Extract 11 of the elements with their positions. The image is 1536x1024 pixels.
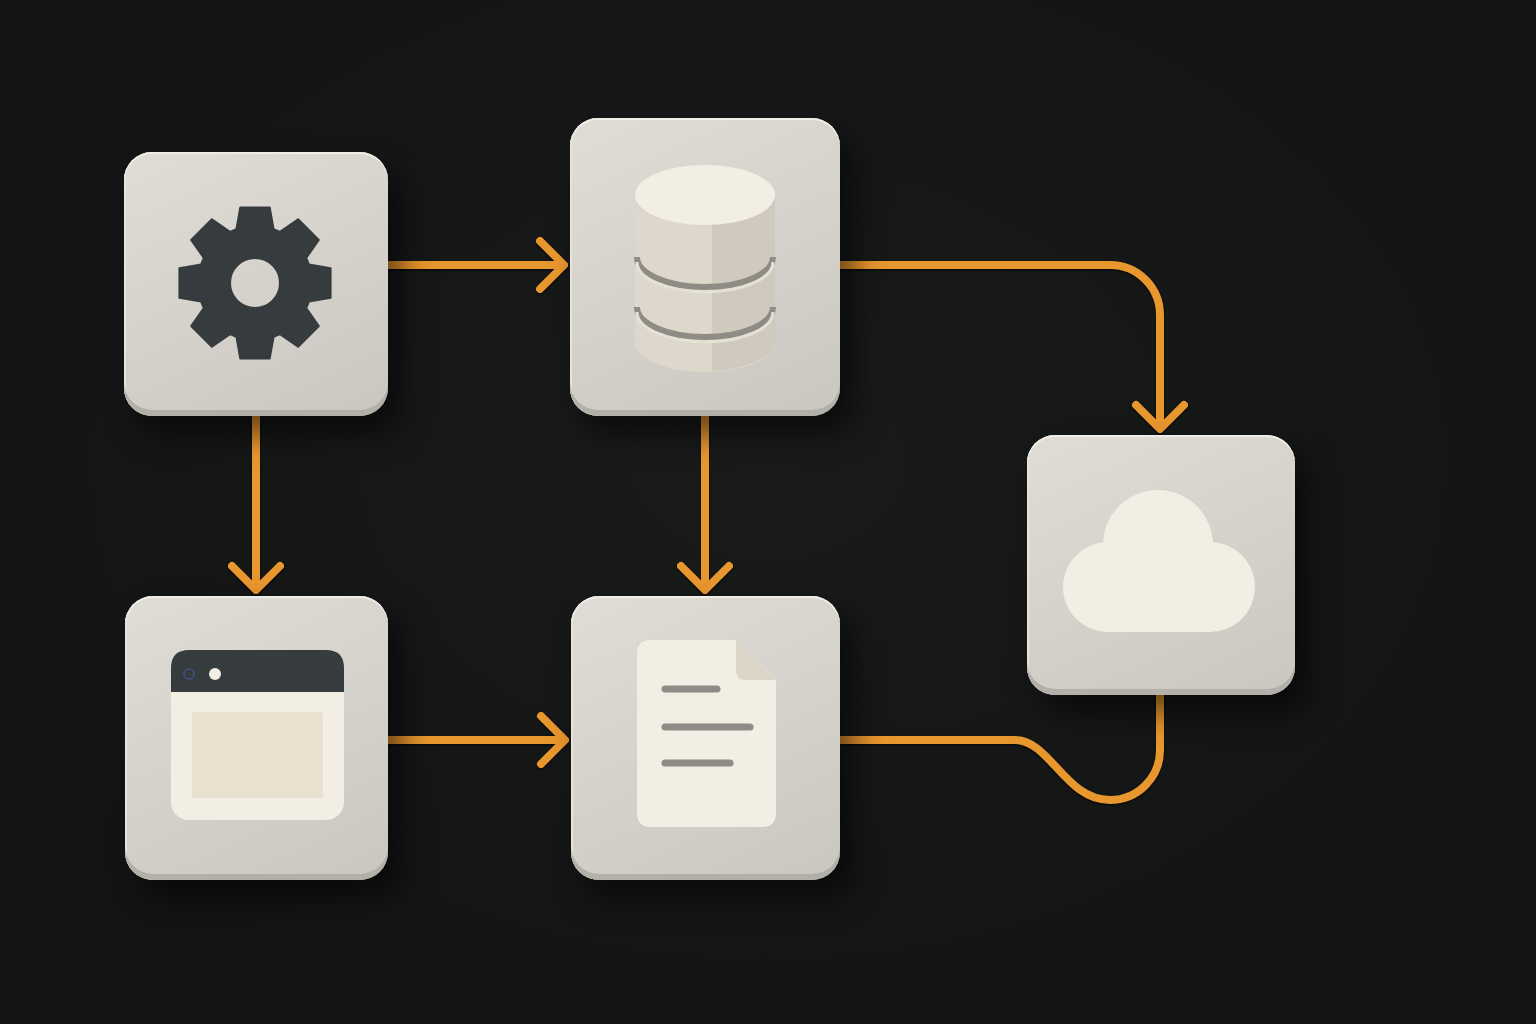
arrow (388, 237, 568, 293)
icon-tile (125, 596, 388, 880)
icon-tile (1027, 435, 1295, 695)
arrow (388, 712, 569, 768)
connector-line (840, 695, 1164, 804)
icon-tile (571, 596, 840, 880)
icon-tile (124, 152, 388, 416)
arrow (228, 416, 284, 594)
arrow (840, 261, 1188, 433)
icon-tile (570, 118, 840, 416)
arrow (677, 416, 733, 594)
